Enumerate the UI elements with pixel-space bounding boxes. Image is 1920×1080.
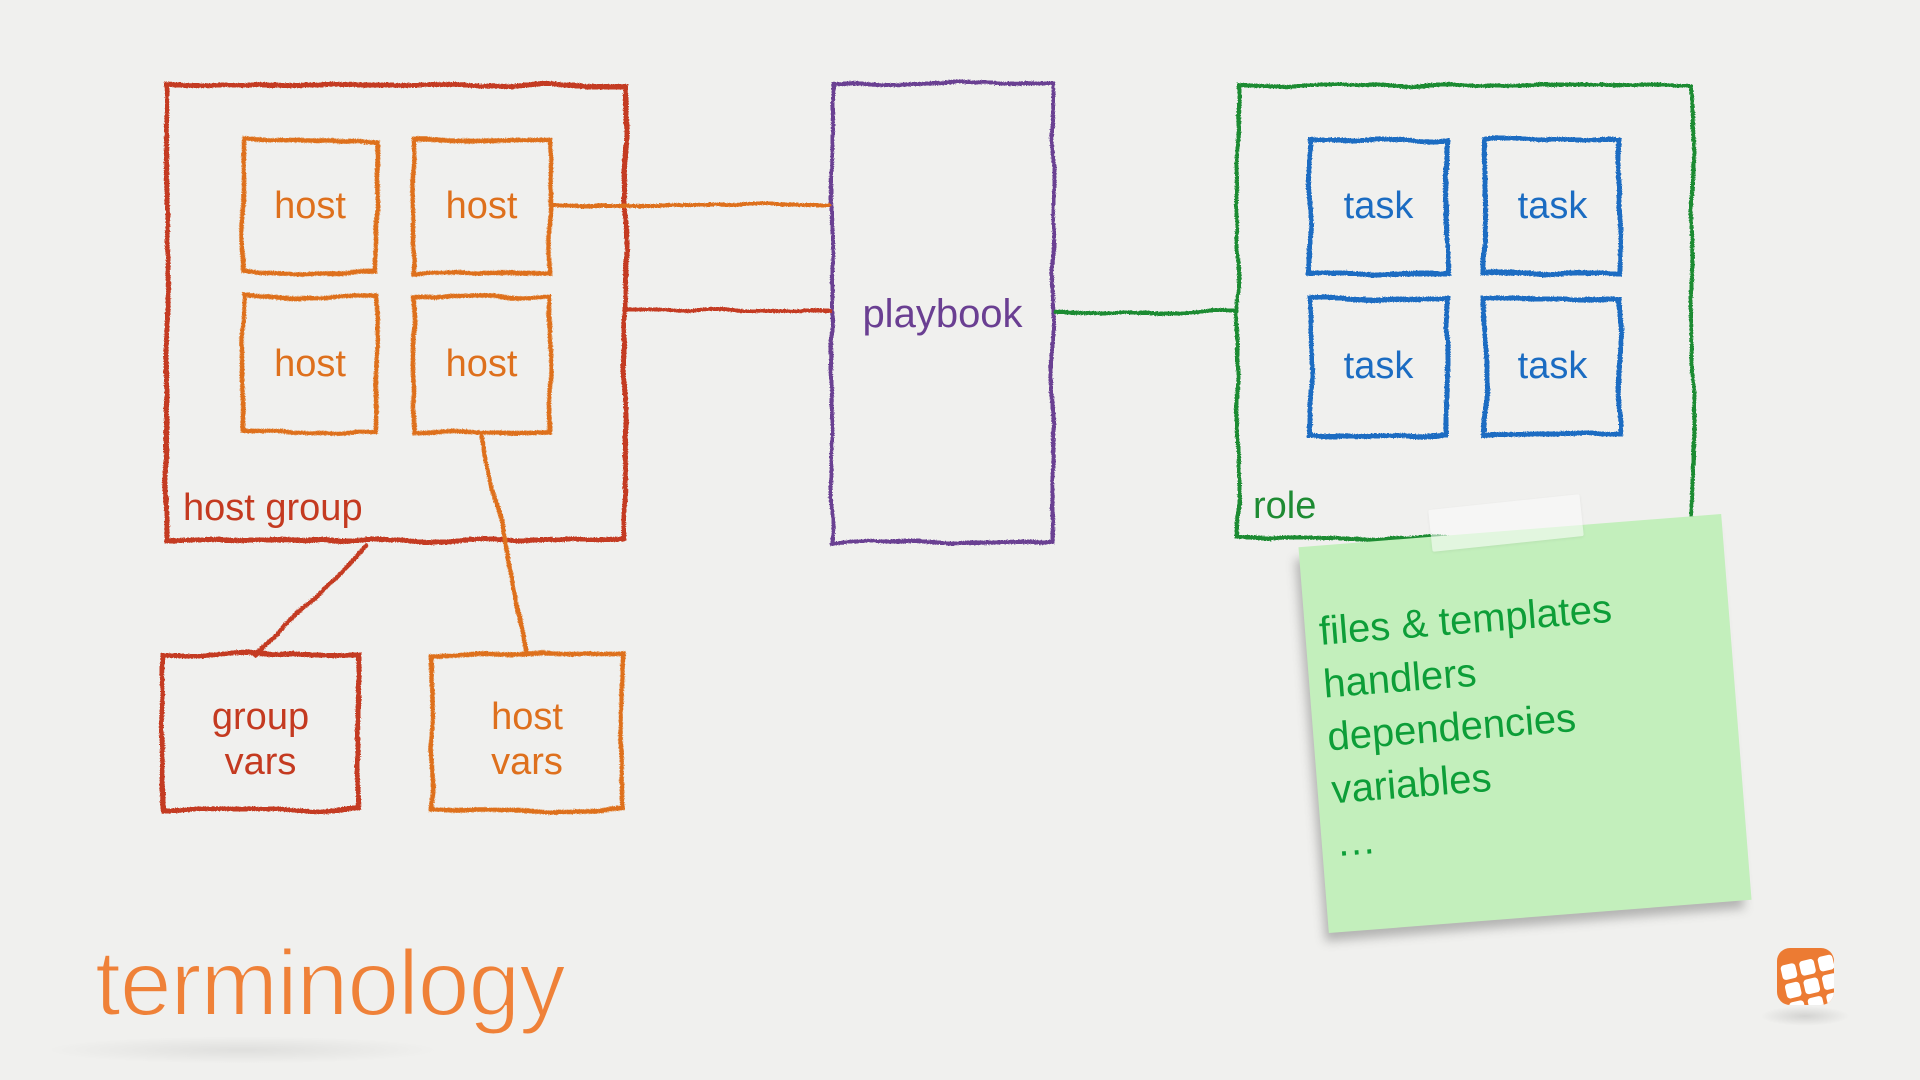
- group-vars-label: group vars: [163, 695, 358, 785]
- hostgroup-to-groupvars-connector: [251, 543, 370, 660]
- logo-grid-square: [1788, 999, 1807, 1005]
- logo-grid-square: [1817, 954, 1834, 973]
- group-vars-line-2: vars: [224, 741, 297, 783]
- host-box-3: [240, 294, 380, 435]
- task-label-1: task: [1343, 185, 1414, 227]
- role-box: [1236, 83, 1694, 540]
- host-label-2: host: [445, 185, 518, 227]
- logo-grid-square: [1825, 991, 1834, 1005]
- group-vars-line-1: group: [211, 696, 310, 738]
- logo-grid-square: [1798, 958, 1817, 977]
- task-label-2: task: [1517, 185, 1588, 227]
- logo-grid-square: [1784, 981, 1803, 1000]
- task-label-3: task: [1343, 345, 1414, 387]
- task-box-4: [1482, 295, 1623, 438]
- host-vars-label: host vars: [432, 695, 622, 785]
- logo-grid-square: [1802, 976, 1821, 995]
- host-vars-line-2: vars: [491, 741, 563, 783]
- playbook-box: [830, 81, 1055, 544]
- playbook-label: playbook: [862, 292, 1023, 336]
- host-group-label: host group: [183, 487, 363, 529]
- task-box-3: [1307, 295, 1450, 438]
- host-box-2: [410, 137, 553, 276]
- speaker-deck-logo-icon: [1777, 948, 1834, 1005]
- host-to-hostvars-connector: [479, 433, 530, 656]
- host-box-4: [410, 294, 553, 435]
- task-box-2: [1482, 137, 1623, 276]
- logo-grid-square: [1821, 972, 1834, 991]
- host-vars-line-1: host: [491, 696, 563, 738]
- logo-grid-square: [1807, 995, 1826, 1005]
- host-box-1: [240, 137, 380, 276]
- title-shadow: [42, 1036, 442, 1064]
- group-vars-box: [160, 652, 361, 813]
- host-group-box: [164, 82, 628, 543]
- sticky-note: files & templates handlers dependencies …: [1298, 513, 1752, 934]
- page-title: terminology: [94, 930, 567, 1036]
- host-label-1: host: [274, 185, 346, 227]
- task-box-1: [1307, 137, 1450, 276]
- logo-grid-square: [1780, 962, 1798, 981]
- logo-shadow: [1760, 1006, 1850, 1026]
- role-label: role: [1253, 485, 1317, 527]
- task-label-4: task: [1517, 345, 1588, 387]
- host-label-3: host: [274, 343, 346, 385]
- host-label-4: host: [445, 343, 518, 385]
- logo-grid-pattern: [1780, 948, 1834, 1005]
